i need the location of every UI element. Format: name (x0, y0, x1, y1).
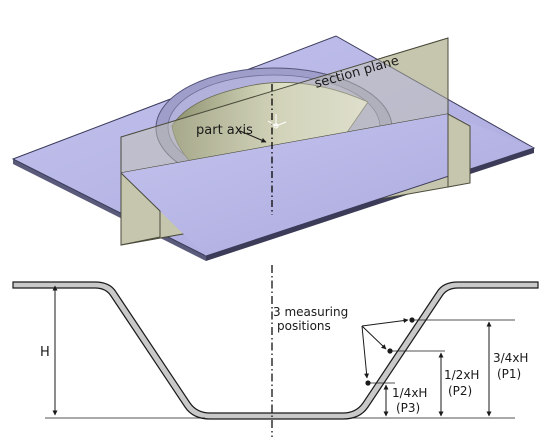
leader-p1 (361, 318, 409, 327)
p3-marker (365, 380, 371, 386)
section-plane-bottom-strip (120, 171, 161, 246)
leader-p2 (361, 325, 387, 350)
measuring-note-line1: 3 measuring (273, 305, 348, 319)
measuring-note-line2: positions (277, 319, 331, 333)
height-label: H (40, 345, 50, 360)
part-axis-label: part axis (196, 123, 253, 138)
sheet-front-overlay (121, 114, 534, 256)
part-axis-leader (239, 130, 267, 143)
iso-view: section plane part axis (11, 35, 536, 261)
p1-marker (409, 317, 415, 323)
p2-marker (387, 348, 393, 354)
p3-label-fraction: 1/4xH (392, 386, 427, 400)
p3-label-name: (P3) (396, 401, 420, 415)
p1-label-name: (P1) (497, 367, 521, 381)
coordinate-triad-icon (267, 114, 287, 129)
cup-profile (12, 281, 539, 420)
p2-label-name: (P2) (448, 384, 472, 398)
p2-label-fraction: 1/2xH (444, 368, 479, 382)
section-plane-right-strip (447, 113, 471, 188)
leader-p3 (361, 325, 370, 379)
p1-label-fraction: 3/4xH (493, 351, 528, 365)
cross-section: H 3 measuring positions 3/4xH (P1) 1/2xH… (12, 265, 539, 437)
